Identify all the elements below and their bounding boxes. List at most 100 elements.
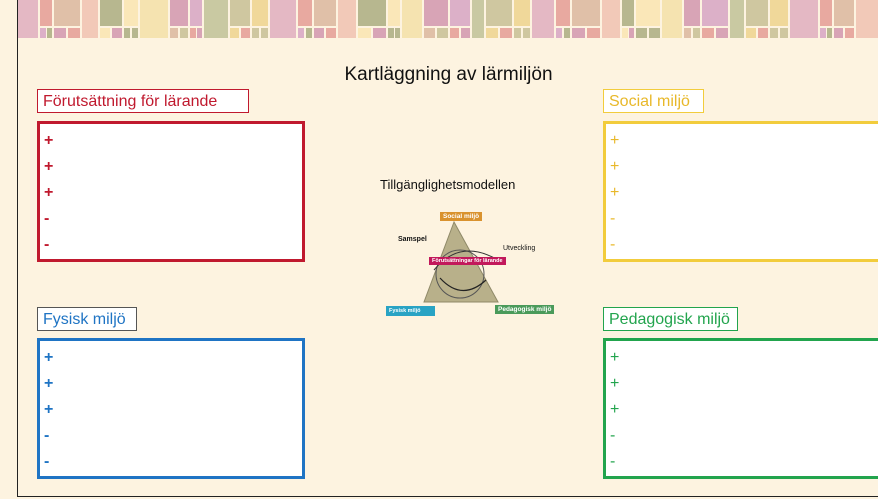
panel-social[interactable]: + + + - - xyxy=(603,121,878,262)
banner-tile xyxy=(450,0,470,26)
banner-tile xyxy=(424,28,435,38)
banner-tile xyxy=(82,0,98,38)
banner-tile xyxy=(622,28,628,38)
banner-tile xyxy=(190,0,202,26)
text-utveckling: Utveckling xyxy=(503,245,536,252)
row-plus-1: + xyxy=(610,349,620,366)
banner-tile xyxy=(820,28,826,38)
banner-tile xyxy=(514,0,530,26)
panel-fysisk[interactable]: + + + - - xyxy=(37,338,305,479)
banner-tile xyxy=(358,28,371,38)
banner-tile xyxy=(636,0,660,26)
banner-tile xyxy=(54,28,66,38)
banner-tile xyxy=(54,0,80,26)
decorative-banner xyxy=(18,0,878,40)
banner-tile xyxy=(746,28,756,38)
tag-forutsattningar: Förutsättningar för lärande xyxy=(429,257,506,265)
banner-tile xyxy=(388,0,400,26)
banner-tile xyxy=(424,0,448,26)
banner-tile xyxy=(314,28,324,38)
banner-tile xyxy=(373,28,386,38)
row-minus-2: - xyxy=(610,236,616,253)
tag-pedagogisk-miljo: Pedagogisk miljö xyxy=(495,305,555,314)
banner-tile xyxy=(204,0,228,38)
banner-tile xyxy=(636,28,647,38)
banner-tile xyxy=(827,28,832,38)
banner-tile xyxy=(770,0,788,26)
accessibility-model-diagram: Social miljö Samspel Utveckling Förutsät… xyxy=(368,208,568,318)
row-minus-2: - xyxy=(610,453,616,470)
banner-tile xyxy=(132,28,138,38)
banner-tile xyxy=(780,28,788,38)
label-pedagogisk: Pedagogisk miljö xyxy=(603,307,738,331)
tag-social-miljo: Social miljö xyxy=(440,212,483,221)
banner-tile xyxy=(602,0,620,38)
panel-forutsattning[interactable]: + + + - - xyxy=(37,121,305,262)
banner-tile xyxy=(556,0,570,26)
row-plus-2: + xyxy=(44,375,54,392)
banner-tile xyxy=(564,28,570,38)
banner-tile xyxy=(758,28,768,38)
banner-tile xyxy=(100,0,122,26)
banner-tile xyxy=(730,0,744,38)
banner-tile xyxy=(326,28,336,38)
banner-tile xyxy=(662,0,682,38)
slide-canvas: Kartläggning av lärmiljön Förutsättning … xyxy=(17,0,878,497)
banner-tile xyxy=(629,28,634,38)
slide-title: Kartläggning av lärmiljön xyxy=(344,64,553,85)
banner-tile xyxy=(790,0,818,38)
row-minus-2: - xyxy=(44,236,50,253)
model-title: Tillgänglighetsmodellen xyxy=(380,177,516,192)
banner-tile xyxy=(241,28,250,38)
banner-tile xyxy=(197,28,202,38)
label-forutsattning: Förutsättning för lärande xyxy=(37,89,249,113)
banner-tile xyxy=(40,0,52,26)
banner-tile xyxy=(190,28,196,38)
banner-tile xyxy=(820,0,832,26)
banner-tile xyxy=(170,28,178,38)
banner-tile xyxy=(180,28,188,38)
banner-tile xyxy=(587,28,600,38)
banner-tile xyxy=(834,28,843,38)
banner-tile xyxy=(716,28,728,38)
row-plus-1: + xyxy=(610,132,620,149)
row-plus-2: + xyxy=(44,158,54,175)
banner-tile xyxy=(358,0,386,26)
banner-tile xyxy=(437,28,448,38)
banner-tile xyxy=(40,28,46,38)
banner-tile xyxy=(572,0,600,26)
banner-tile xyxy=(230,0,250,26)
banner-tile xyxy=(395,28,400,38)
row-plus-2: + xyxy=(610,158,620,175)
banner-tile xyxy=(746,0,768,26)
row-minus-1: - xyxy=(610,427,616,444)
panel-pedagogisk[interactable]: + + + - - xyxy=(603,338,878,479)
banner-tile xyxy=(252,28,259,38)
banner-tile xyxy=(684,0,700,26)
banner-tile xyxy=(261,28,268,38)
row-plus-2: + xyxy=(610,375,620,392)
banner-tile xyxy=(572,28,585,38)
banner-tile xyxy=(68,28,80,38)
banner-tile xyxy=(702,0,728,26)
banner-tile xyxy=(338,0,356,38)
arc-lower xyxy=(439,277,487,292)
row-plus-3: + xyxy=(44,401,54,418)
banner-tile xyxy=(486,0,512,26)
row-plus-3: + xyxy=(610,184,620,201)
label-fysisk: Fysisk miljö xyxy=(37,307,137,331)
banner-tile xyxy=(402,0,422,38)
banner-tile xyxy=(124,28,130,38)
banner-tile xyxy=(500,28,512,38)
banner-tile xyxy=(450,28,459,38)
banner-tile xyxy=(388,28,394,38)
row-plus-3: + xyxy=(610,401,620,418)
tag-fysisk-miljo: Fysisk miljö xyxy=(386,306,435,316)
banner-tile xyxy=(486,28,498,38)
banner-tile xyxy=(856,0,878,38)
banner-tile xyxy=(124,0,138,26)
banner-tile xyxy=(230,28,239,38)
banner-tile xyxy=(702,28,714,38)
banner-tile xyxy=(47,28,52,38)
banner-tile xyxy=(314,0,336,26)
